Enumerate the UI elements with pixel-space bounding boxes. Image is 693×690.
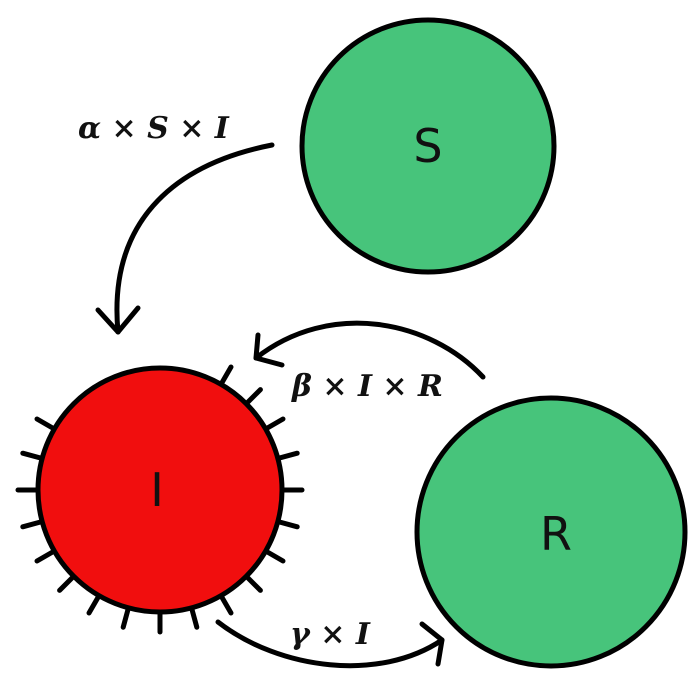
node-r: R — [414, 395, 688, 669]
rate-label-recovery: γ × I — [290, 617, 371, 652]
rate-label-reinfection: β × I × R — [291, 369, 443, 404]
arrow-r-to-i — [253, 320, 486, 380]
node-i-circle — [35, 365, 285, 615]
arrow-s-to-i-curve — [114, 142, 275, 335]
arrow-r-to-i-curve — [253, 320, 486, 380]
node-r-circle — [414, 395, 688, 669]
arrow-s-to-i-head — [95, 305, 141, 335]
node-s-label: S — [413, 119, 442, 173]
node-i-label: I — [150, 463, 164, 517]
arrow-i-to-r-head — [419, 621, 445, 667]
node-r-label: R — [540, 507, 572, 561]
arrow-i-to-r-curve — [215, 619, 445, 669]
arrow-r-to-i-head — [253, 332, 285, 368]
arrow-s-to-i — [95, 142, 275, 335]
node-s: S — [299, 17, 557, 275]
rate-label-infection: α × S × I — [78, 111, 230, 146]
arrow-i-to-r — [215, 619, 445, 669]
node-i: I — [15, 364, 305, 635]
node-s-circle — [299, 17, 557, 275]
